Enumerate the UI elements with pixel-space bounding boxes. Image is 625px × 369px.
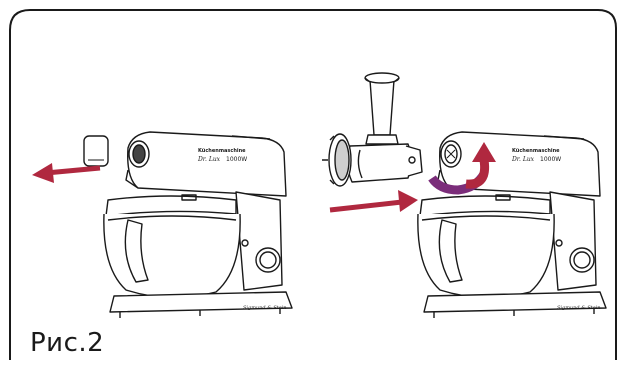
left-base-brand: Sigmund & Stein xyxy=(243,305,286,311)
left-brand-line3: 1000W xyxy=(226,156,247,163)
arrow-insert-attachment xyxy=(330,190,418,212)
right-base-brand: Sigmund & Stein xyxy=(557,305,600,311)
right-brand-line3: 1000W xyxy=(540,156,561,163)
left-brand-line1: Küchenmaschine xyxy=(198,148,246,154)
figure-caption: Рис.2 xyxy=(30,328,104,358)
right-brand-line1: Küchenmaschine xyxy=(512,148,560,154)
left-brand-line2: Dr. Lux xyxy=(197,156,221,163)
right-brand-line2: Dr. Lux xyxy=(511,156,535,163)
meat-grinder-attachment xyxy=(322,73,422,186)
front-cover-piece xyxy=(84,136,108,166)
